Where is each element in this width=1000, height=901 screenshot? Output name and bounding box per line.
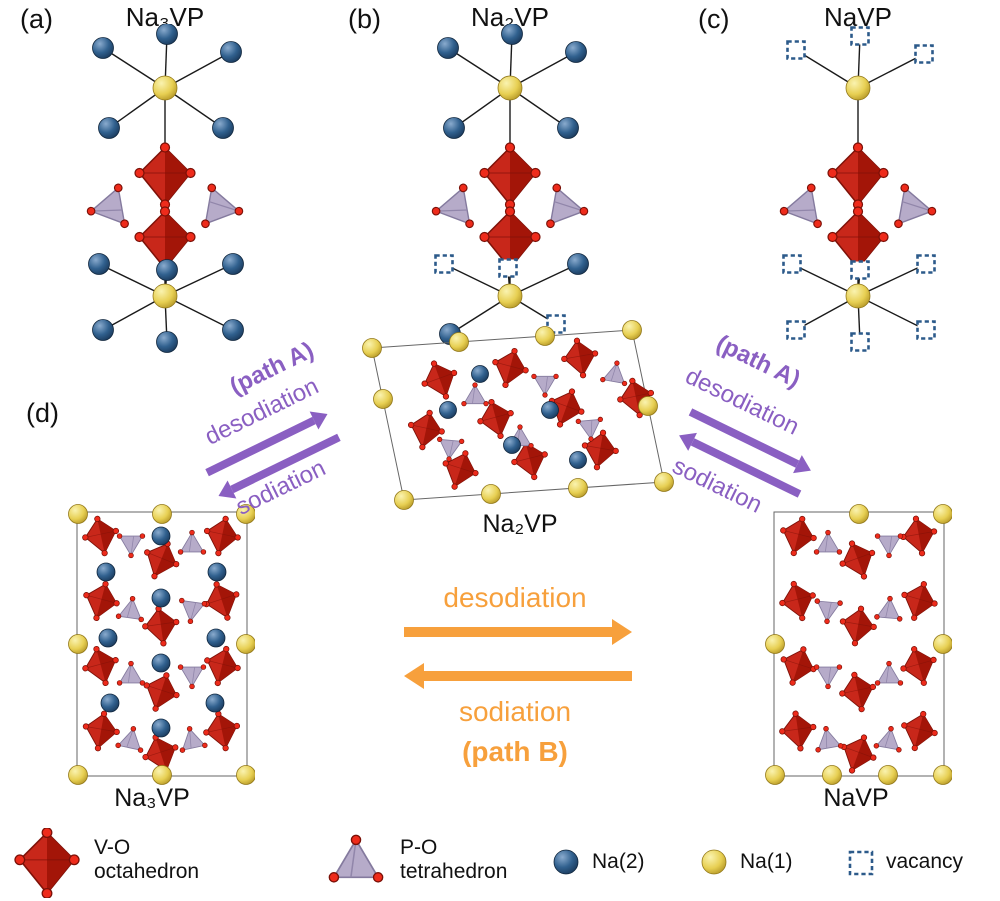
na3vp-unit-cell-structure	[68, 504, 255, 785]
vacancy-icon	[848, 850, 874, 876]
legend-vacancy-label: vacancy	[886, 850, 964, 873]
navp-cell-caption: NaVP	[823, 784, 889, 812]
path-b-desodiation-arrow	[404, 619, 632, 645]
na3vp-cell-caption: Na₃VP	[114, 784, 190, 812]
path-b-sodiation-arrow	[404, 663, 632, 689]
legend-tetrahedron-label-line1: P-O	[400, 836, 438, 859]
path-b-desodiation-label: desodiation	[443, 582, 587, 613]
navp-unit-cell-structure	[765, 504, 952, 785]
na2vp-unit-cell-structure	[362, 320, 674, 510]
path-a-left-arrows	[205, 411, 341, 499]
panel-c-label: (c)	[698, 4, 730, 34]
vo-octahedron-icon	[14, 828, 80, 898]
panel-d-label: (d)	[26, 398, 59, 428]
legend-octahedron-label-line2: octahedron	[94, 860, 200, 883]
na2vp-cell-caption: Na₂VP	[482, 510, 558, 538]
legend-octahedron-label-line1: V-O	[94, 836, 131, 859]
legend-na2-label: Na(2)	[592, 850, 645, 873]
panel-c-title: NaVP	[824, 2, 892, 32]
navp-coordination-structure	[779, 26, 937, 352]
panel-b-label: (b)	[348, 4, 381, 34]
legend: V-O octahedron P-O tetrahedron Na(2) Na(…	[0, 820, 1000, 901]
path-a-right-arrows	[679, 408, 811, 498]
na1-sphere-icon	[701, 849, 727, 875]
panel-a-label: (a)	[20, 4, 53, 34]
na2vp-coordination-structure	[431, 24, 589, 345]
path-b-sodiation-label: sodiation	[458, 696, 572, 727]
na3vp-coordination-structure	[86, 24, 244, 353]
po-tetrahedron-icon	[328, 834, 384, 883]
legend-tetrahedron-label-line2: tetrahedron	[400, 860, 508, 883]
legend-na1-label: Na(1)	[740, 850, 793, 873]
na2-sphere-icon	[553, 849, 579, 875]
path-b-label: (path B)	[462, 736, 568, 767]
